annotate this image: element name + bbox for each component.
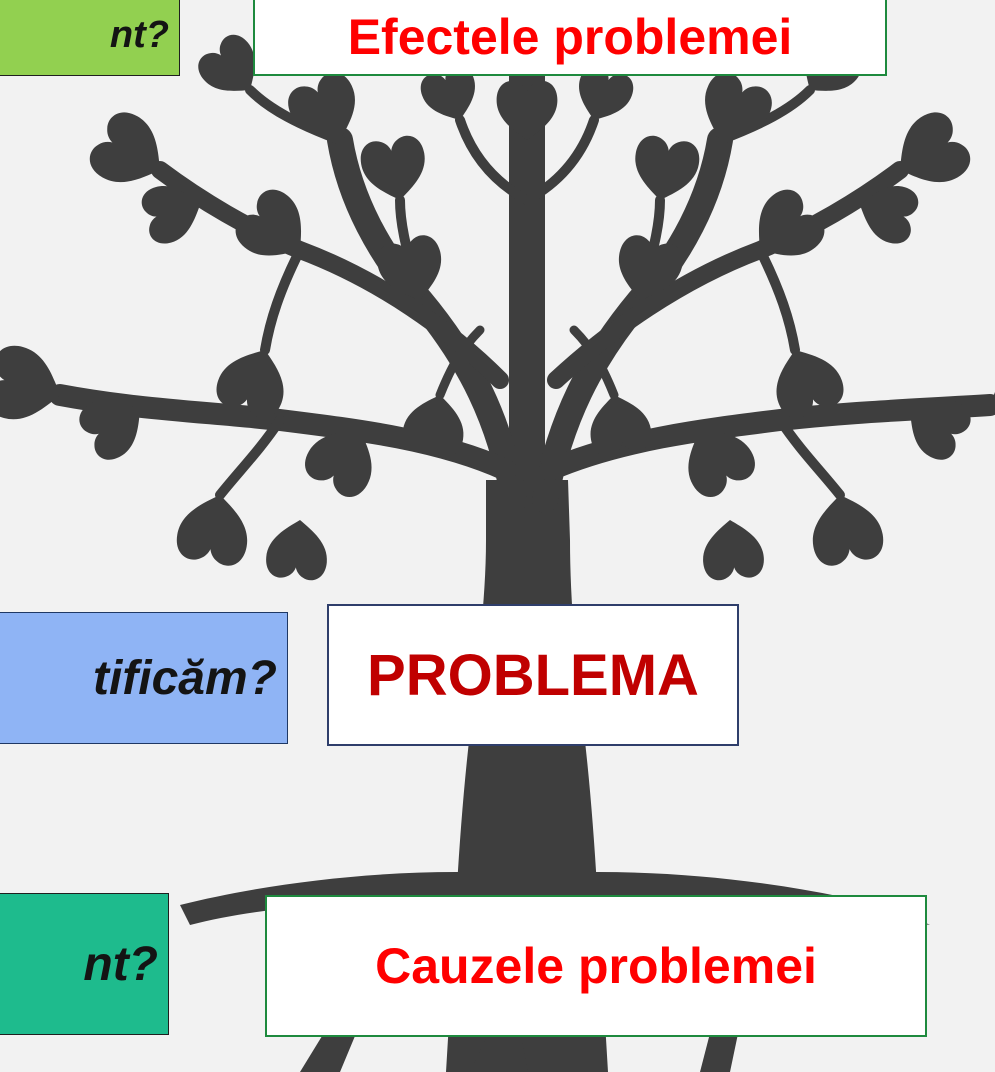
problem-label: PROBLEMA <box>367 642 699 708</box>
question-causes-box: nt? <box>0 893 169 1035</box>
problem-box: PROBLEMA <box>327 604 739 746</box>
question-problem-box: tificăm? <box>0 612 288 744</box>
question-causes-text: nt? <box>83 937 158 991</box>
question-effects-box: nt? <box>0 0 180 76</box>
effects-box: Efectele problemei <box>253 0 887 76</box>
effects-label: Efectele problemei <box>347 9 793 65</box>
causes-box: Cauzele problemei <box>265 895 927 1037</box>
causes-label: Cauzele problemei <box>375 938 817 994</box>
question-effects-text: nt? <box>109 13 169 56</box>
question-problem-text: tificăm? <box>92 651 277 705</box>
